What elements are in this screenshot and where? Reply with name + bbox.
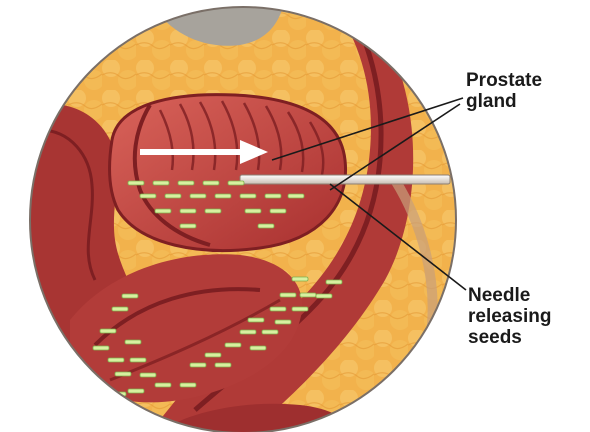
seed-icon xyxy=(93,346,109,350)
seed-icon xyxy=(205,209,221,213)
seed-icon xyxy=(265,194,281,198)
seed-icon xyxy=(316,294,332,298)
seed-icon xyxy=(140,373,156,377)
seed-icon xyxy=(228,181,244,185)
seed-icon xyxy=(258,224,274,228)
seed-icon xyxy=(262,330,278,334)
seed-icon xyxy=(288,194,304,198)
seed-icon xyxy=(125,340,141,344)
seed-icon xyxy=(275,320,291,324)
seed-icon xyxy=(190,194,206,198)
seed-icon xyxy=(128,181,144,185)
seed-icon xyxy=(225,343,241,347)
prostate-label-line-2: gland xyxy=(466,91,542,112)
seed-icon xyxy=(165,194,181,198)
seed-icon xyxy=(240,194,256,198)
needle-label: Needle releasing seeds xyxy=(468,285,551,348)
seed-icon xyxy=(178,181,194,185)
seed-icon xyxy=(155,209,171,213)
needle-label-line-2: releasing xyxy=(468,306,551,327)
seed-icon xyxy=(122,294,138,298)
seed-icon xyxy=(155,383,171,387)
seed-icon xyxy=(292,277,308,281)
seed-icon xyxy=(180,224,196,228)
seed-icon xyxy=(280,293,296,297)
seed-icon xyxy=(248,318,264,322)
seed-icon xyxy=(215,363,231,367)
seed-icon xyxy=(130,358,146,362)
prostate-label-line-1: Prostate xyxy=(466,70,542,91)
seed-icon xyxy=(180,209,196,213)
seed-icon xyxy=(153,181,169,185)
seed-icon xyxy=(300,293,316,297)
seed-icon xyxy=(190,363,206,367)
seed-icon xyxy=(270,307,286,311)
seed-icon xyxy=(140,194,156,198)
needle-label-line-3: seeds xyxy=(468,327,551,348)
needle-label-line-1: Needle xyxy=(468,285,551,306)
seed-icon xyxy=(112,307,128,311)
seed-icon xyxy=(250,346,266,350)
seed-icon xyxy=(108,358,124,362)
seed-icon xyxy=(240,330,256,334)
seed-icon xyxy=(115,372,131,376)
prostate-gland-label: Prostate gland xyxy=(466,70,542,112)
seed-icon xyxy=(100,329,116,333)
seed-icon xyxy=(180,383,196,387)
seed-icon xyxy=(326,280,342,284)
seed-icon xyxy=(292,307,308,311)
seed-icon xyxy=(203,181,219,185)
seed-icon xyxy=(245,209,261,213)
seed-icon xyxy=(205,353,221,357)
anatomy-illustration xyxy=(20,0,470,432)
seed-icon xyxy=(215,194,231,198)
seed-icon xyxy=(128,389,144,393)
seed-icon xyxy=(270,209,286,213)
